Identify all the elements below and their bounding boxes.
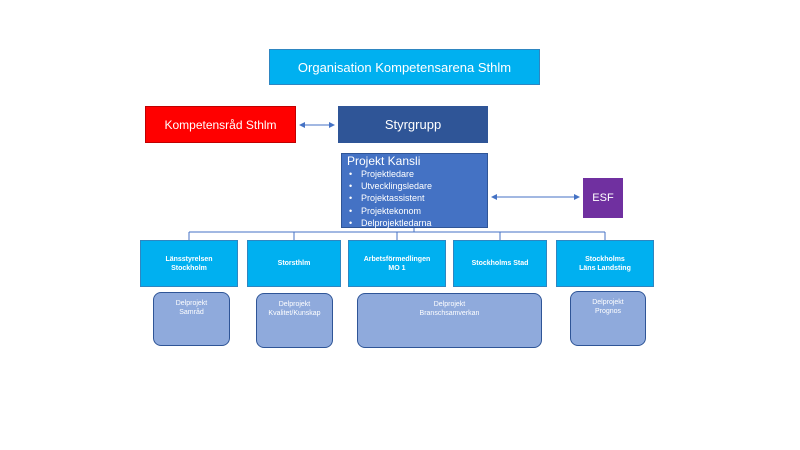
kansli-item: Projektekonom xyxy=(349,205,482,217)
kansli-item: Utvecklingsledare xyxy=(349,180,482,192)
org-line1: Länsstyrelsen xyxy=(165,255,213,263)
del-line2: Samråd xyxy=(179,309,204,316)
kansli-title: Projekt Kansli xyxy=(347,154,421,168)
esf-label: ESF xyxy=(592,192,614,204)
kompetensrad-box: Kompetensråd Sthlm xyxy=(145,106,296,143)
diagram-title: Organisation Kompetensarena Sthlm xyxy=(269,49,540,85)
kansli-item: Projektledare xyxy=(349,168,482,180)
esf-box: ESF xyxy=(583,178,623,218)
org-box-storsthlm: Storsthlm xyxy=(247,240,341,287)
del-line1: Delprojekt xyxy=(433,301,466,308)
styrgrupp-box: Styrgrupp xyxy=(338,106,488,143)
del-line1: Delprojekt xyxy=(278,301,311,308)
org-line2: MO 1 xyxy=(388,264,406,272)
org-line1: Arbetsförmedlingen xyxy=(363,255,431,263)
org-line2: Stockholm xyxy=(171,264,207,272)
kansli-item: Delprojektledarna xyxy=(349,217,482,229)
del-line2: Branschsamverkan xyxy=(419,310,480,317)
org-line1: Stockholms Stad xyxy=(471,260,529,267)
org-line1: Storsthlm xyxy=(277,260,311,267)
kansli-item: Projektassistent xyxy=(349,192,482,204)
projekt-kansli-box: Projekt Kansli Projektledare Utvecklings… xyxy=(341,153,488,229)
kansli-list: Projektledare Utvecklingsledare Projekta… xyxy=(347,168,482,229)
del-line1: Delprojekt xyxy=(175,300,208,307)
diagram-title-text: Organisation Kompetensarena Sthlm xyxy=(297,59,512,75)
del-line2: Prognos xyxy=(594,308,622,315)
org-box-stockholms-stad: Stockholms Stad xyxy=(453,240,547,287)
styrgrupp-label: Styrgrupp xyxy=(384,117,442,132)
org-line1: Stockholms xyxy=(585,255,625,263)
del-line2: Kvalitet/Kunskap xyxy=(268,310,321,317)
kompetensrad-label: Kompetensråd Sthlm xyxy=(164,117,277,132)
org-line2: Läns Landsting xyxy=(579,264,631,272)
del-line1: Delprojekt xyxy=(592,299,624,306)
